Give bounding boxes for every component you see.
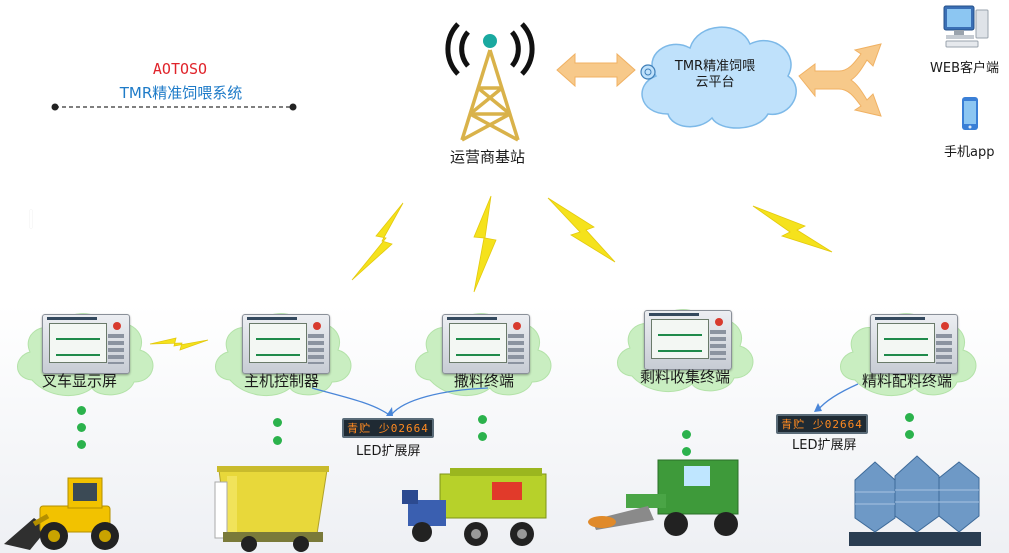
base-station-tower-icon xyxy=(445,22,535,142)
lightning-icon xyxy=(473,195,497,293)
controller-device-icon xyxy=(870,314,958,374)
arrow-head-icon xyxy=(814,403,822,412)
connector-dot xyxy=(905,430,914,439)
terminal-label-forklift: 叉车显示屏 xyxy=(42,372,118,390)
tmr-mixer-icon xyxy=(214,466,329,552)
connector-dot xyxy=(905,413,914,422)
connector-dot xyxy=(77,440,86,449)
connector-dot xyxy=(77,423,86,432)
connector-dot xyxy=(77,406,86,415)
lightning-icon xyxy=(547,197,616,263)
led-link-line xyxy=(311,387,389,415)
wheel-loader-icon xyxy=(4,477,119,550)
led-screen-display: 青贮 少02664 xyxy=(342,418,434,438)
controller-device-icon xyxy=(644,310,732,370)
led-link-line xyxy=(817,383,859,411)
lightning-icon xyxy=(752,205,833,253)
connector-dot xyxy=(682,447,691,456)
feed-silos-icon xyxy=(849,455,981,546)
brand-name: AOTOSO xyxy=(152,60,208,78)
feed-spreader-icon xyxy=(402,468,547,546)
connector-dot xyxy=(273,436,282,445)
arrow-head-icon xyxy=(386,407,393,416)
terminal-label-leftover: 剩料收集终端 xyxy=(640,368,731,386)
mobile-app-label: 手机app xyxy=(944,145,995,160)
controller-device-icon xyxy=(442,314,530,374)
web-client-label: WEB客户端 xyxy=(930,61,999,76)
led-screen-label: LED扩展屏 xyxy=(792,438,857,453)
terminal-label-host: 主机控制器 xyxy=(244,372,320,390)
double-arrow-icon xyxy=(556,52,636,88)
controller-device-icon xyxy=(242,314,330,374)
lightning-icon xyxy=(351,202,404,281)
connector-dot xyxy=(478,415,487,424)
led-screen-display: 青贮 少02664 xyxy=(776,414,868,434)
led-link-line xyxy=(391,387,489,415)
connector-dot xyxy=(478,432,487,441)
connector-dot xyxy=(682,430,691,439)
base-station-label: 运营商基站 xyxy=(450,148,526,166)
terminal-label-concentrate: 精料配料终端 xyxy=(862,372,953,390)
lightning-icon xyxy=(149,337,209,351)
brand-divider xyxy=(51,103,297,111)
cloud-platform-title: TMR精准饲喂 xyxy=(674,59,756,74)
led-screen-label: LED扩展屏 xyxy=(356,444,421,459)
connector-dot xyxy=(273,418,282,427)
desktop-computer-icon xyxy=(943,5,989,48)
cloud-platform-icon xyxy=(640,26,797,129)
terminal-label-spread: 撒料终端 xyxy=(454,372,515,390)
controller-device-icon xyxy=(42,314,130,374)
brand-system-title: TMR精准饲喂系统 xyxy=(119,84,243,102)
text-cursor-mark xyxy=(30,210,32,228)
leftover-collector-icon xyxy=(588,459,739,536)
cloud-platform-subtitle: 云平台 xyxy=(695,75,735,90)
smartphone-icon xyxy=(962,97,978,130)
split-arrow-icon xyxy=(798,43,882,117)
